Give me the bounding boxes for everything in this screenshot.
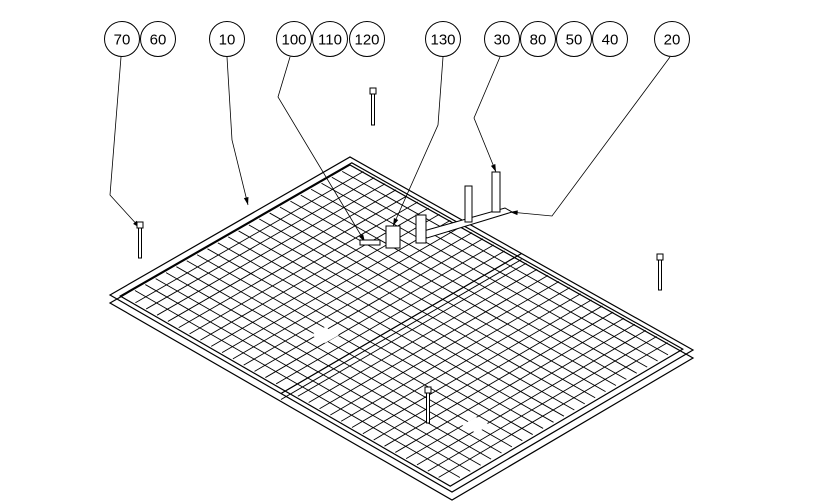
arrowhead-30	[490, 164, 496, 172]
bolt-shank	[658, 259, 662, 291]
bolt-shank	[371, 93, 375, 126]
balloon-30: 30	[484, 21, 520, 57]
bolt-loose-top	[369, 87, 377, 126]
bolt-bottom	[424, 386, 432, 424]
bolt-left	[136, 221, 144, 259]
adjuster-bolt-1	[464, 185, 473, 223]
balloon-label: 70	[114, 32, 131, 49]
leader-10	[226, 56, 249, 206]
balloon-100: 100	[276, 21, 312, 57]
leader-30	[473, 56, 501, 173]
balloon-label: 80	[530, 32, 547, 49]
balloon-circle	[520, 21, 556, 57]
balloon-circle	[104, 21, 140, 57]
clamp-block	[385, 225, 401, 249]
mesh-label-plate	[462, 417, 490, 433]
frame-outline	[108, 156, 695, 501]
balloon-70: 70	[104, 21, 140, 57]
bracket-plate	[415, 214, 427, 244]
bolt-shank	[426, 392, 430, 424]
arrowhead-10	[243, 197, 249, 205]
balloon-circle	[425, 21, 461, 57]
balloon-circle	[484, 21, 520, 57]
balloon-circle	[654, 21, 690, 57]
leader-20	[509, 56, 671, 217]
balloon-label: 50	[566, 32, 583, 49]
bolt-head	[424, 386, 432, 394]
balloon-label: 40	[602, 32, 619, 49]
bolt-head	[136, 221, 144, 229]
balloon-label: 110	[318, 32, 342, 49]
adjuster-bolt-2	[491, 171, 501, 213]
balloon-label: 100	[281, 32, 306, 49]
mesh-label-plate	[311, 327, 339, 343]
balloon-50: 50	[556, 21, 592, 57]
balloon-80: 80	[520, 21, 556, 57]
bracket-assembly	[359, 171, 514, 249]
leader-70	[109, 56, 141, 229]
bolt-shank	[138, 227, 142, 259]
center-divider	[280, 252, 522, 395]
leader-130	[392, 56, 444, 227]
balloon-label: 10	[219, 32, 236, 49]
bolt-head	[369, 87, 377, 95]
balloon-label: 30	[494, 32, 511, 49]
balloon-120: 120	[349, 21, 385, 57]
balloon-label: 20	[664, 32, 681, 49]
balloon-circle	[349, 21, 385, 57]
arrowhead-20	[510, 210, 518, 216]
leader-100	[277, 56, 366, 243]
frame-outer-top	[108, 156, 695, 493]
balloon-circle	[556, 21, 592, 57]
balloon-label: 120	[354, 32, 379, 49]
bolt-right	[656, 253, 664, 291]
hardware-parts	[136, 87, 664, 424]
balloon-label: 130	[430, 32, 455, 49]
wire-mesh-grid	[134, 170, 669, 478]
balloon-circle	[140, 21, 176, 57]
frame-inner-edge	[118, 162, 684, 487]
balloon-10: 10	[209, 21, 245, 57]
balloon-130: 130	[425, 21, 461, 57]
balloon-circle	[209, 21, 245, 57]
clamp-washer	[359, 239, 381, 246]
balloon-circle	[276, 21, 312, 57]
item-balloons: 70 60 10 100 110 120 130 30 80 50 40 20	[104, 21, 690, 57]
balloon-60: 60	[140, 21, 176, 57]
balloon-20: 20	[654, 21, 690, 57]
balloon-label: 60	[150, 32, 167, 49]
balloon-110: 110	[312, 21, 348, 57]
bolt-head	[656, 253, 664, 261]
balloon-circle	[312, 21, 348, 57]
frame-outer-bottom	[108, 164, 695, 501]
leader-lines	[109, 56, 671, 243]
balloon-40: 40	[592, 21, 628, 57]
balloon-circle	[592, 21, 628, 57]
center-divider-edge	[280, 259, 522, 400]
